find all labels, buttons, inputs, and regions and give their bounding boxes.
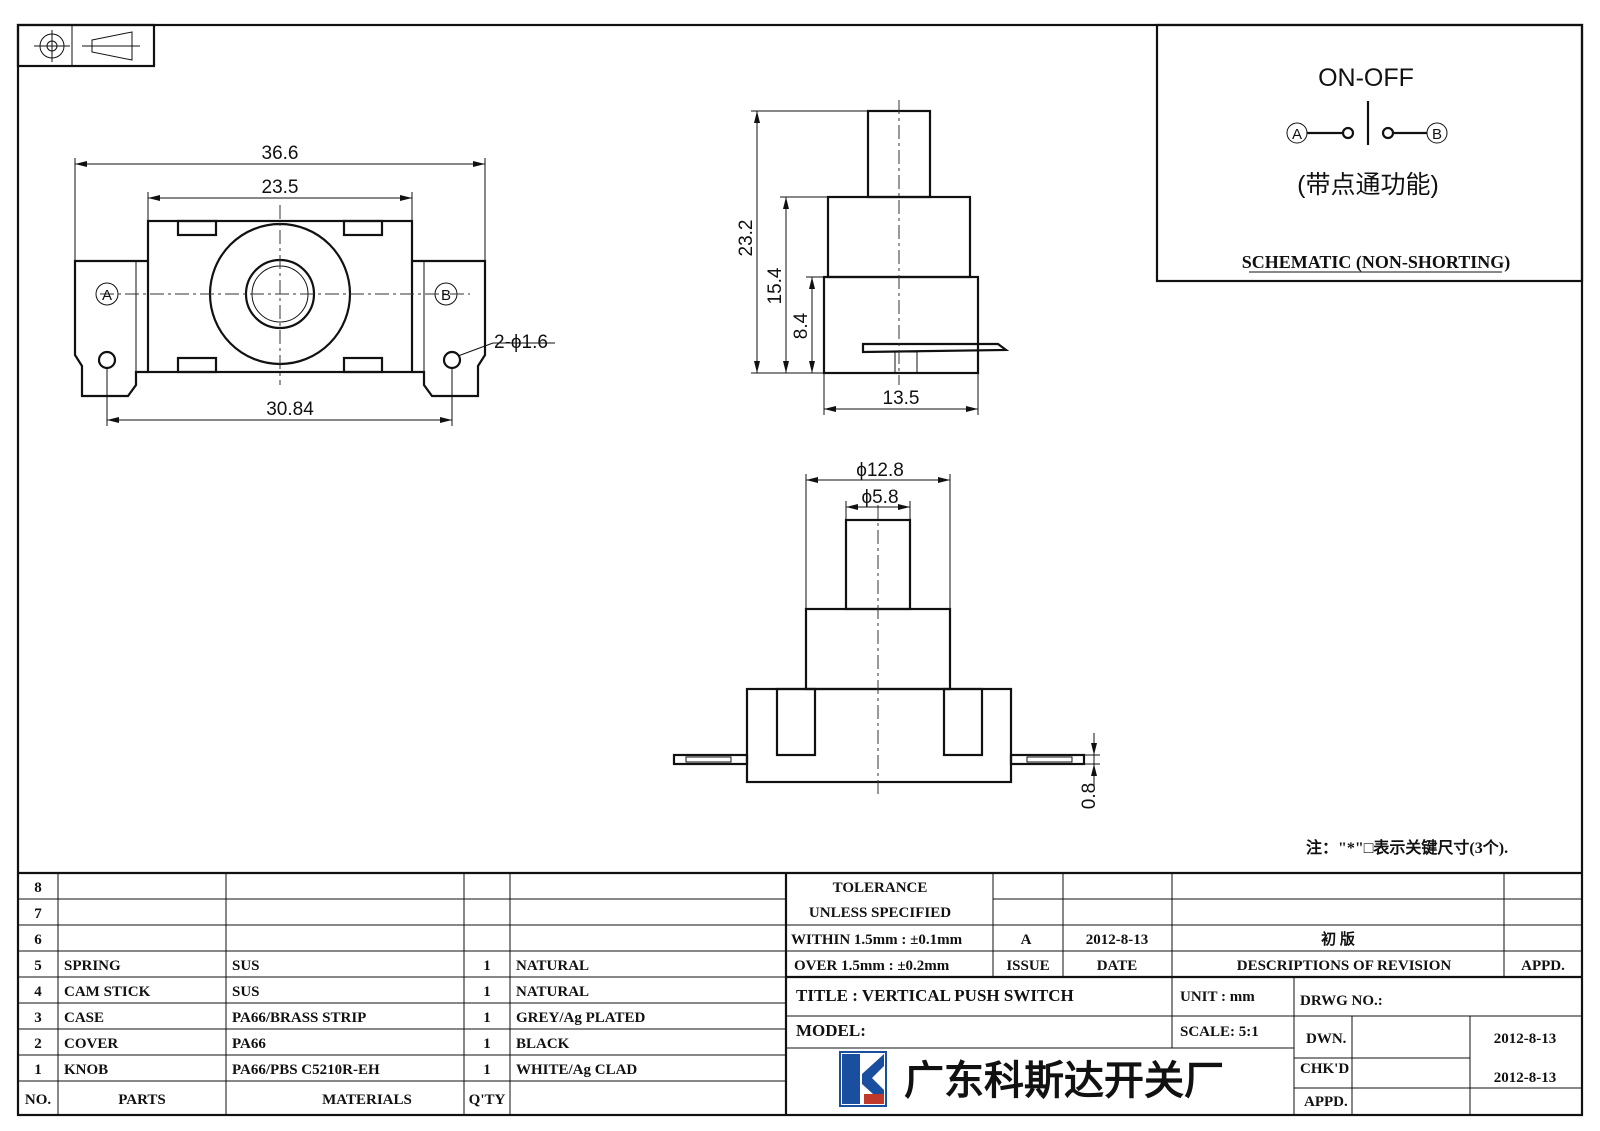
terminal-b-label: B [441,287,451,304]
svg-text:PA66/BRASS STRIP: PA66/BRASS STRIP [232,1010,366,1026]
drawing-title: TITLE : VERTICAL PUSH SWITCH [796,986,1074,1005]
dim-side-width: 13.5 [883,388,920,409]
bom-row-2: 2 COVER PA66 1 BLACK [34,1036,569,1052]
front-view [672,474,1100,795]
svg-text:MATERIALS: MATERIALS [322,1092,412,1108]
svg-text:4: 4 [34,984,42,1000]
drawn-label: DWN. [1306,1031,1347,1047]
sheet-border [16,23,1584,1117]
drawing-number-label: DRWG NO.: [1300,993,1383,1009]
title-block [786,873,1582,1115]
svg-text:1: 1 [34,1062,42,1078]
svg-text:PA66: PA66 [232,1036,266,1052]
bom-row-8: 8 [34,880,42,896]
svg-text:PARTS: PARTS [118,1092,166,1108]
bom-row-3: 3 CASE PA66/BRASS STRIP 1 GREY/Ag PLATED [34,1010,645,1026]
tolerance-within: WITHIN 1.5mm : ±0.1mm [791,932,963,948]
side-view [751,100,1010,415]
svg-text:8: 8 [34,880,42,896]
svg-text:5: 5 [34,958,42,974]
svg-text:NO.: NO. [25,1092,52,1108]
schematic-terminal-a: A [1292,126,1302,143]
svg-text:1: 1 [483,1062,491,1078]
projection-symbol-icon [16,23,156,68]
company-name: 广东科斯达开关厂 [904,1059,1224,1103]
dim-terminal-thickness: 0.8 [1079,783,1100,809]
svg-text:CAM STICK: CAM STICK [64,984,151,1000]
svg-text:1: 1 [483,1010,491,1026]
revision-issue: A [1021,932,1032,948]
svg-text:PA66/PBS C5210R-EH: PA66/PBS C5210R-EH [232,1062,380,1078]
dim-overall-width: 36.6 [262,143,299,164]
svg-text:NATURAL: NATURAL [516,958,589,974]
revision-date: 2012-8-13 [1086,932,1149,948]
dim-base-height: 8.4 [791,312,812,339]
tolerance-line1: TOLERANCE [833,880,928,896]
svg-text:6: 6 [34,932,42,948]
svg-text:1: 1 [483,984,491,1000]
svg-text:BLACK: BLACK [516,1036,570,1052]
dim-hole-spacing: 30.84 [266,399,314,420]
bom-row-7: 7 [34,906,42,922]
header-descriptions: DESCRIPTIONS OF REVISION [1237,958,1452,974]
schematic-caption: SCHEMATIC (NON-SHORTING) [1242,252,1511,273]
bom-header: NO. PARTS MATERIALS Q'TY [25,1092,506,1108]
bom-row-1: 1 KNOB PA66/PBS C5210R-EH 1 WHITE/Ag CLA… [34,1062,637,1078]
bom-row-6: 6 [34,932,42,948]
header-issue: ISSUE [1006,958,1049,974]
svg-text:NATURAL: NATURAL [516,984,589,1000]
svg-text:7: 7 [34,906,42,922]
svg-text:2: 2 [34,1036,42,1052]
bom-row-5: 5 SPRING SUS 1 NATURAL [34,958,589,974]
checked-label: CHK'D [1300,1061,1349,1077]
model-label: MODEL: [796,1021,866,1040]
dim-plunger-diameter: ϕ5.8 [861,487,898,508]
company-logo-icon [839,1051,887,1107]
top-view [73,158,555,426]
svg-text:GREY/Ag PLATED: GREY/Ag PLATED [516,1010,645,1026]
revision-description: 初 版 [1321,930,1355,948]
svg-text:WHITE/Ag CLAD: WHITE/Ag CLAD [516,1062,637,1078]
svg-text:1: 1 [483,958,491,974]
approved-label: APPD. [1304,1094,1348,1110]
svg-text:COVER: COVER [64,1036,118,1052]
header-date: DATE [1097,958,1138,974]
dim-outer-diameter: ϕ12.8 [856,460,904,481]
checked-date: 2012-8-13 [1494,1070,1557,1086]
svg-text:1: 1 [483,1036,491,1052]
drawing-note: 注："*"□表示关键尺寸(3个). [1306,838,1508,857]
dim-body-width: 23.5 [262,177,299,198]
svg-text:SPRING: SPRING [64,958,121,974]
svg-text:KNOB: KNOB [64,1062,108,1078]
tolerance-line2: UNLESS SPECIFIED [809,905,951,921]
bom-table [18,871,1582,1115]
tolerance-over: OVER 1.5mm : ±0.2mm [794,958,950,974]
terminal-a-label: A [102,287,112,304]
schematic-terminal-b: B [1432,126,1442,143]
svg-text:Q'TY: Q'TY [469,1092,506,1108]
svg-text:SUS: SUS [232,984,260,1000]
svg-text:SUS: SUS [232,958,260,974]
schematic-box [1155,23,1584,283]
svg-text:CASE: CASE [64,1010,104,1026]
dim-upper-height: 15.4 [765,267,786,304]
svg-text:3: 3 [34,1010,42,1026]
unit-label: UNIT : mm [1180,989,1255,1005]
header-appd: APPD. [1521,958,1565,974]
schematic-function: (带点通功能) [1297,171,1439,199]
dim-total-height: 23.2 [736,220,757,257]
scale-label: SCALE: 5:1 [1180,1024,1259,1040]
drawn-date: 2012-8-13 [1494,1031,1557,1047]
schematic-mode: ON-OFF [1318,64,1414,92]
bom-row-4: 4 CAM STICK SUS 1 NATURAL [34,984,589,1000]
dim-hole-diameter: 2-ϕ1.6 [494,332,548,353]
